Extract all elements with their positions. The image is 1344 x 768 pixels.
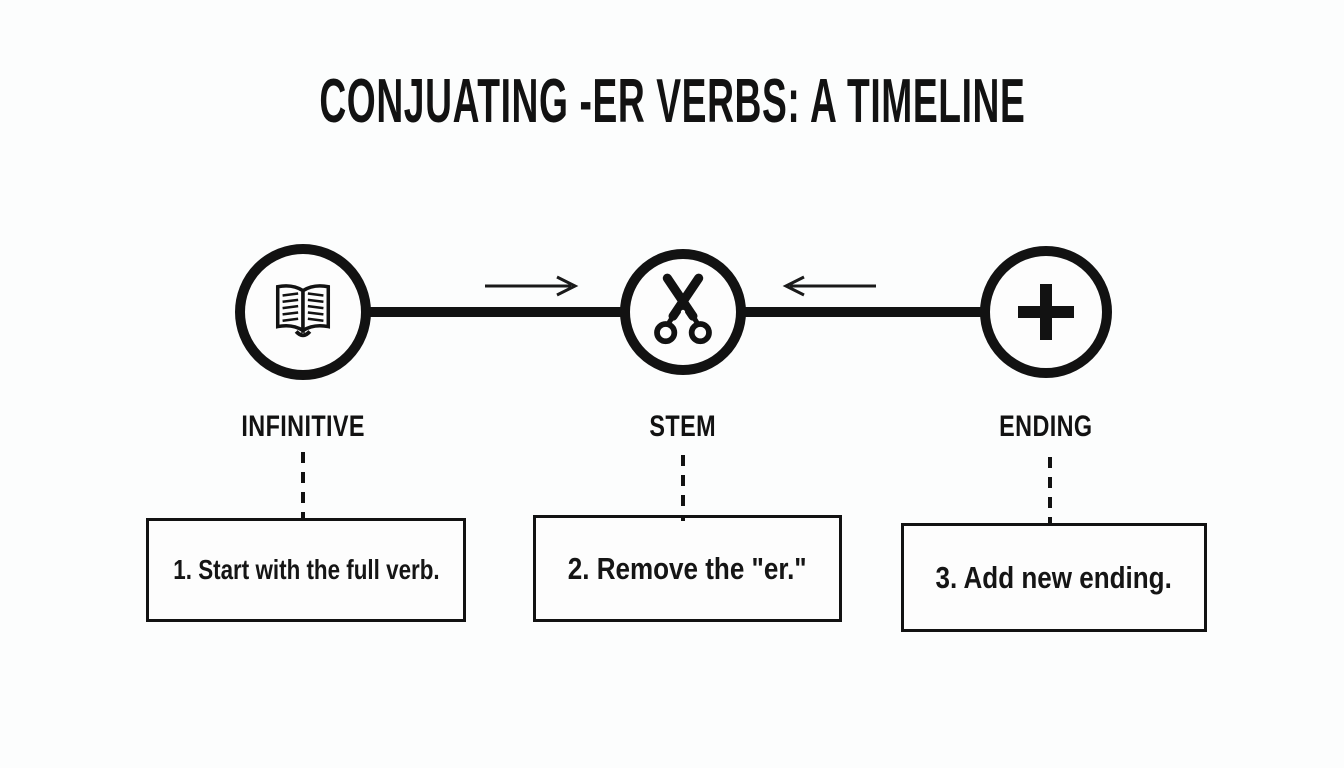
stage-label-stem: STEM	[543, 410, 823, 444]
stage-label-text: STEM	[649, 410, 717, 443]
step-text: 1. Start with the full verb.	[172, 554, 440, 585]
step-box-1: 1. Start with the full verb.	[146, 518, 466, 622]
timeline-node-infinitive	[235, 244, 371, 380]
arrow-right-icon	[483, 274, 583, 298]
step-box-2: 2. Remove the "er."	[533, 515, 842, 622]
step-text: 2. Remove the "er."	[568, 550, 807, 586]
stage-label-ending: ENDING	[906, 410, 1186, 444]
stage-label-text: INFINITIVE	[241, 410, 365, 443]
stage-label-infinitive: INFINITIVE	[163, 410, 443, 444]
dashed-connector	[679, 453, 687, 523]
step-text: 3. Add new ending.	[935, 559, 1173, 595]
stage-label-text: ENDING	[999, 410, 1093, 443]
page-title: CONJUATING -ER VERBS: A TIMELINE	[0, 66, 1344, 137]
timeline-node-stem	[620, 249, 746, 375]
dashed-connector	[1046, 455, 1054, 525]
plus-icon	[1014, 280, 1078, 344]
timeline-node-ending	[980, 246, 1112, 378]
step-box-3: 3. Add new ending.	[901, 523, 1207, 632]
open-book-icon	[268, 281, 338, 343]
scissors-icon	[650, 273, 716, 351]
page-title-text: CONJUATING -ER VERBS: A TIMELINE	[318, 67, 1026, 136]
arrow-left-icon	[778, 274, 878, 298]
dashed-connector	[299, 450, 307, 520]
